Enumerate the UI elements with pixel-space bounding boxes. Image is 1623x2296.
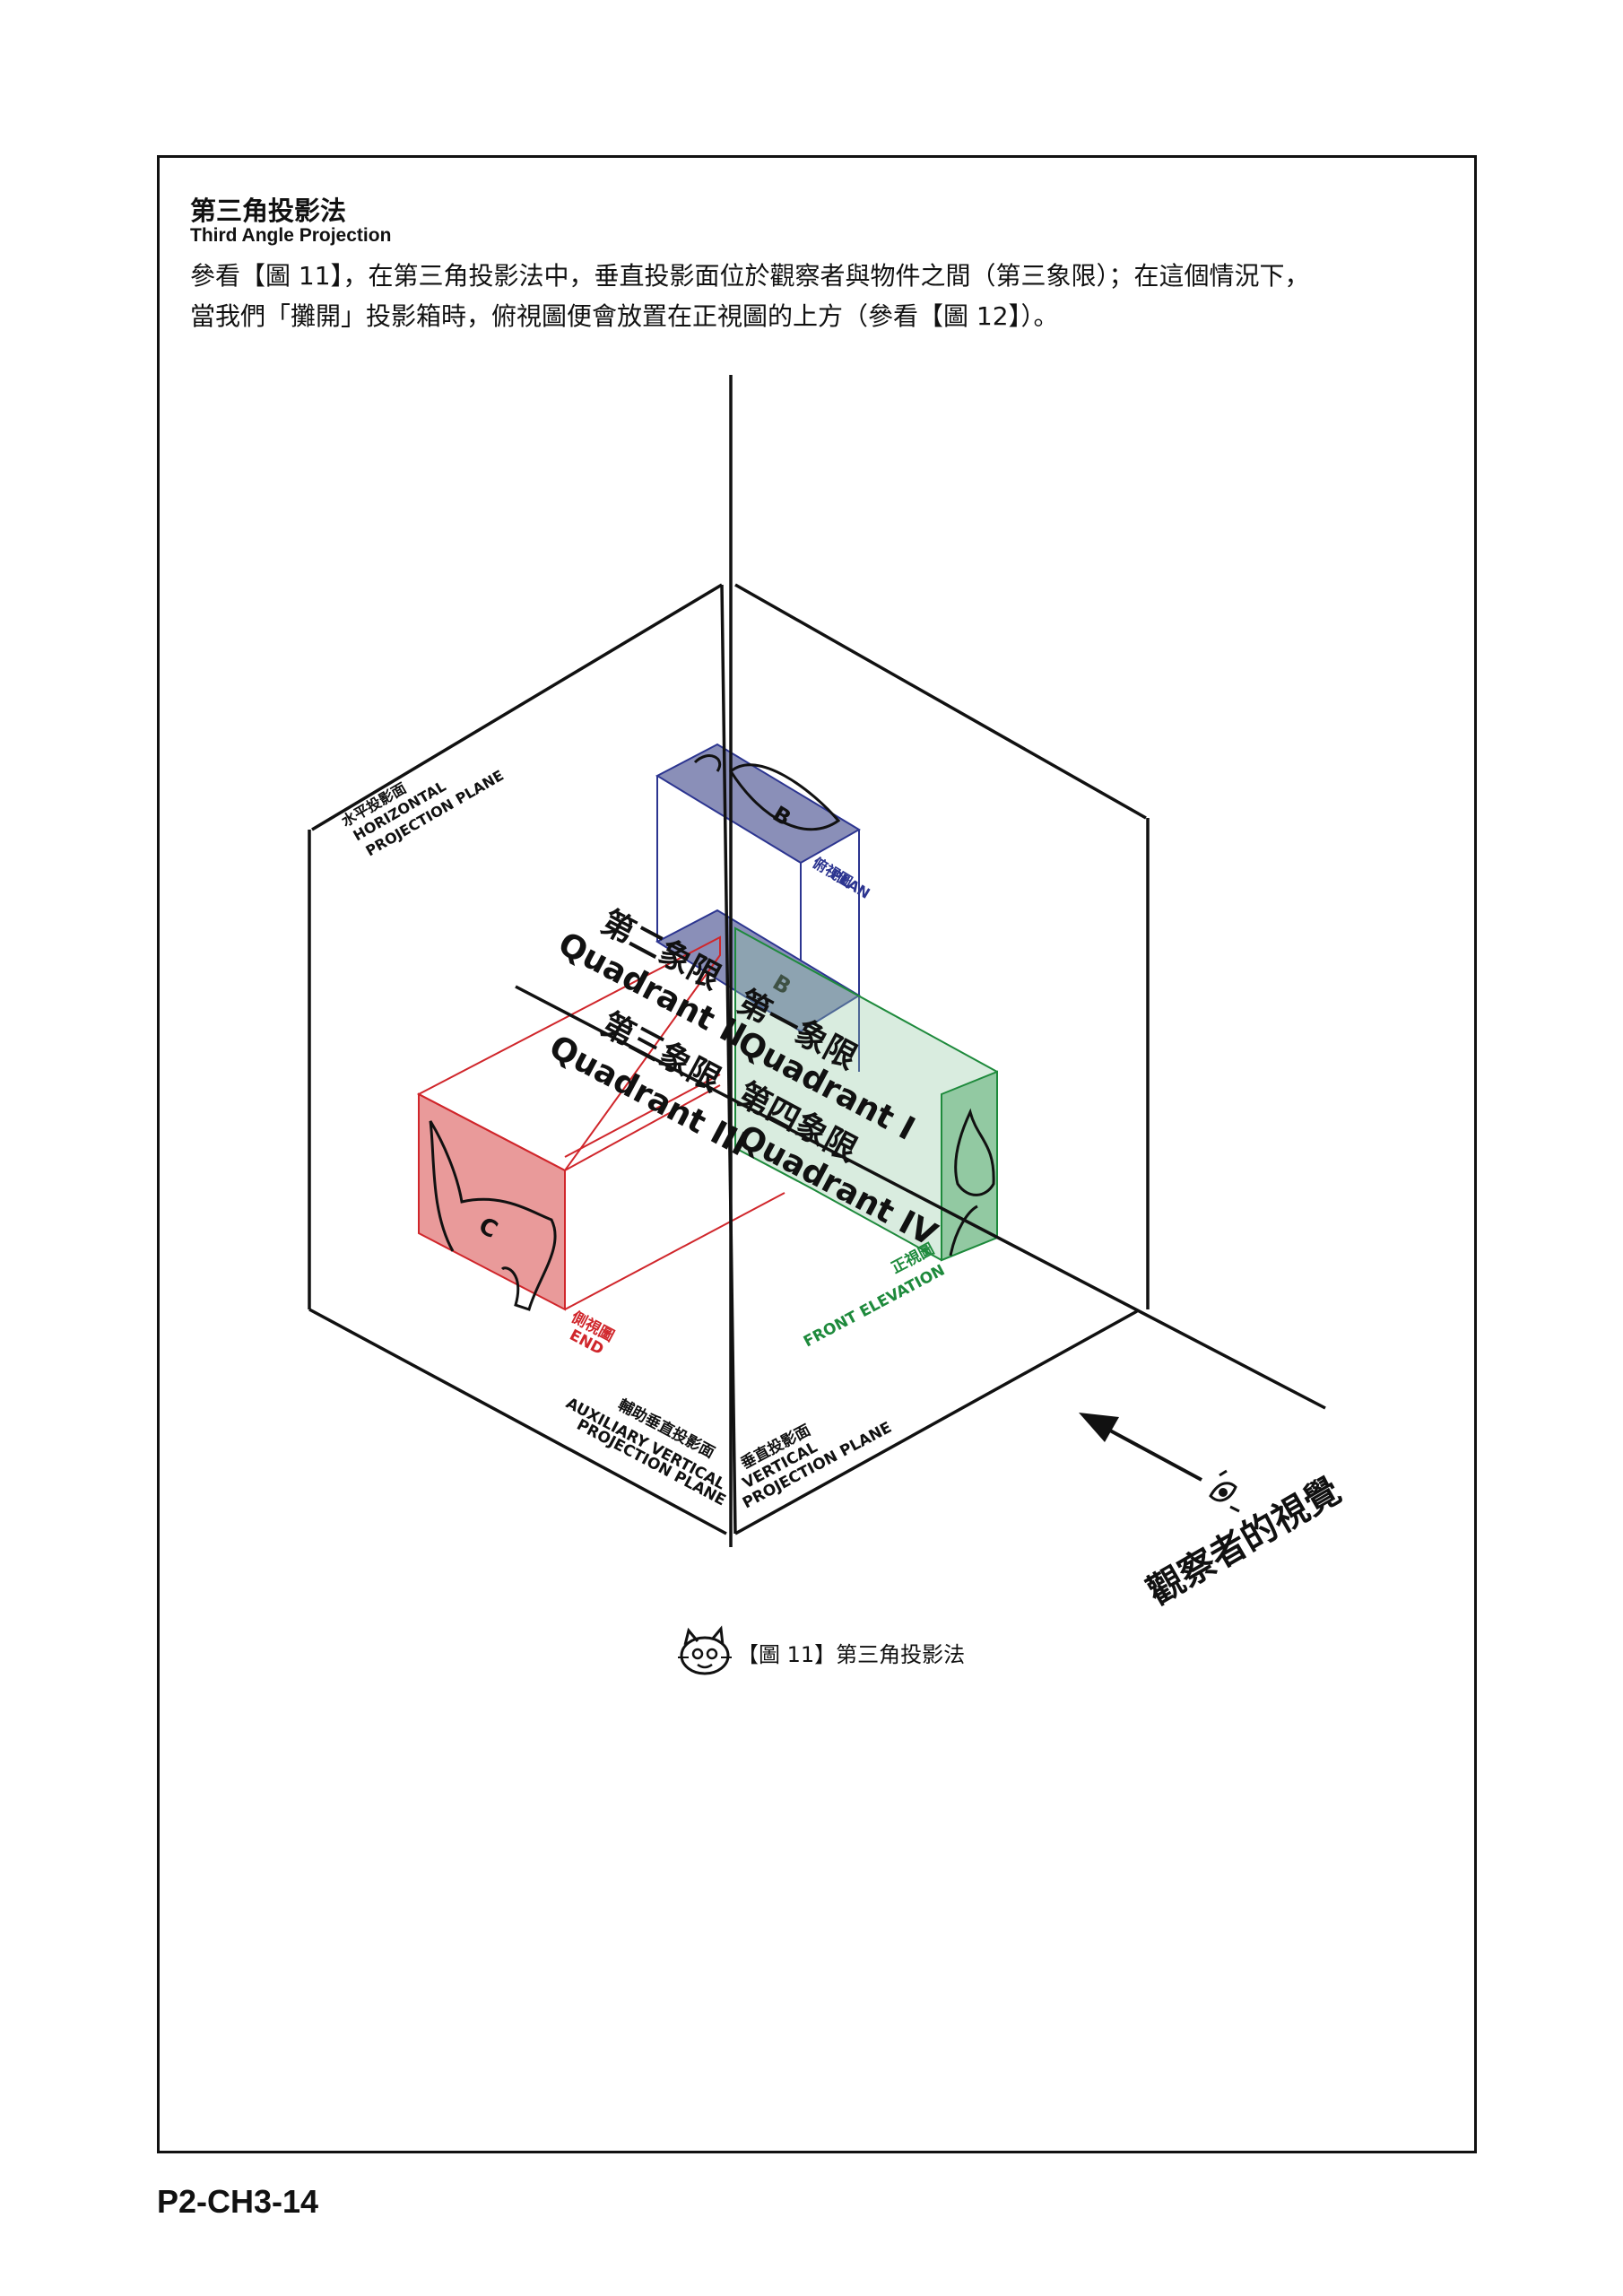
page-frame	[157, 155, 1477, 2153]
observer-label: 觀察者的視覺	[1141, 1470, 1348, 1613]
vertical-plane-label: 垂直投影面 VERTICAL PROJECTION PLANE	[737, 1419, 894, 1513]
plan-view-box	[655, 743, 861, 1072]
auxiliary-plane-label: 輔助垂直投影面 AUXILIARY VERTICAL PROJECTION PL…	[563, 1395, 729, 1510]
section-title: 第三角投影法	[190, 196, 347, 226]
end-view-box	[416, 935, 785, 1311]
page-number: P2-CH3-14	[157, 2183, 319, 2220]
front-view-label-en: FRONT ELEVATION	[801, 1261, 948, 1351]
observer-arrow	[1079, 1413, 1202, 1482]
plan-view-label-en: PLAN	[828, 865, 873, 902]
section-subtitle: Third Angle Projection	[190, 225, 392, 246]
front-view-box	[734, 926, 998, 1262]
figure-caption: 【圖 11】第三角投影法	[737, 1642, 966, 1667]
body-text-line-1: 參看【圖 11】，在第三角投影法中，垂直投影面位於觀察者與物件之間（第三象限）；…	[190, 261, 1310, 291]
eye-icon	[1209, 1469, 1240, 1513]
cat-mascot-icon	[678, 1625, 732, 1675]
projection-box-outline	[308, 375, 1326, 1547]
horizontal-plane-label: 水平投影面 HORIZONTAL PROJECTION PLANE	[339, 767, 507, 860]
body-text-line-2: 當我們「攤開」投影箱時，俯視圖便會放置在正視圖的上方（參看【圖 12】）。	[190, 301, 1059, 331]
